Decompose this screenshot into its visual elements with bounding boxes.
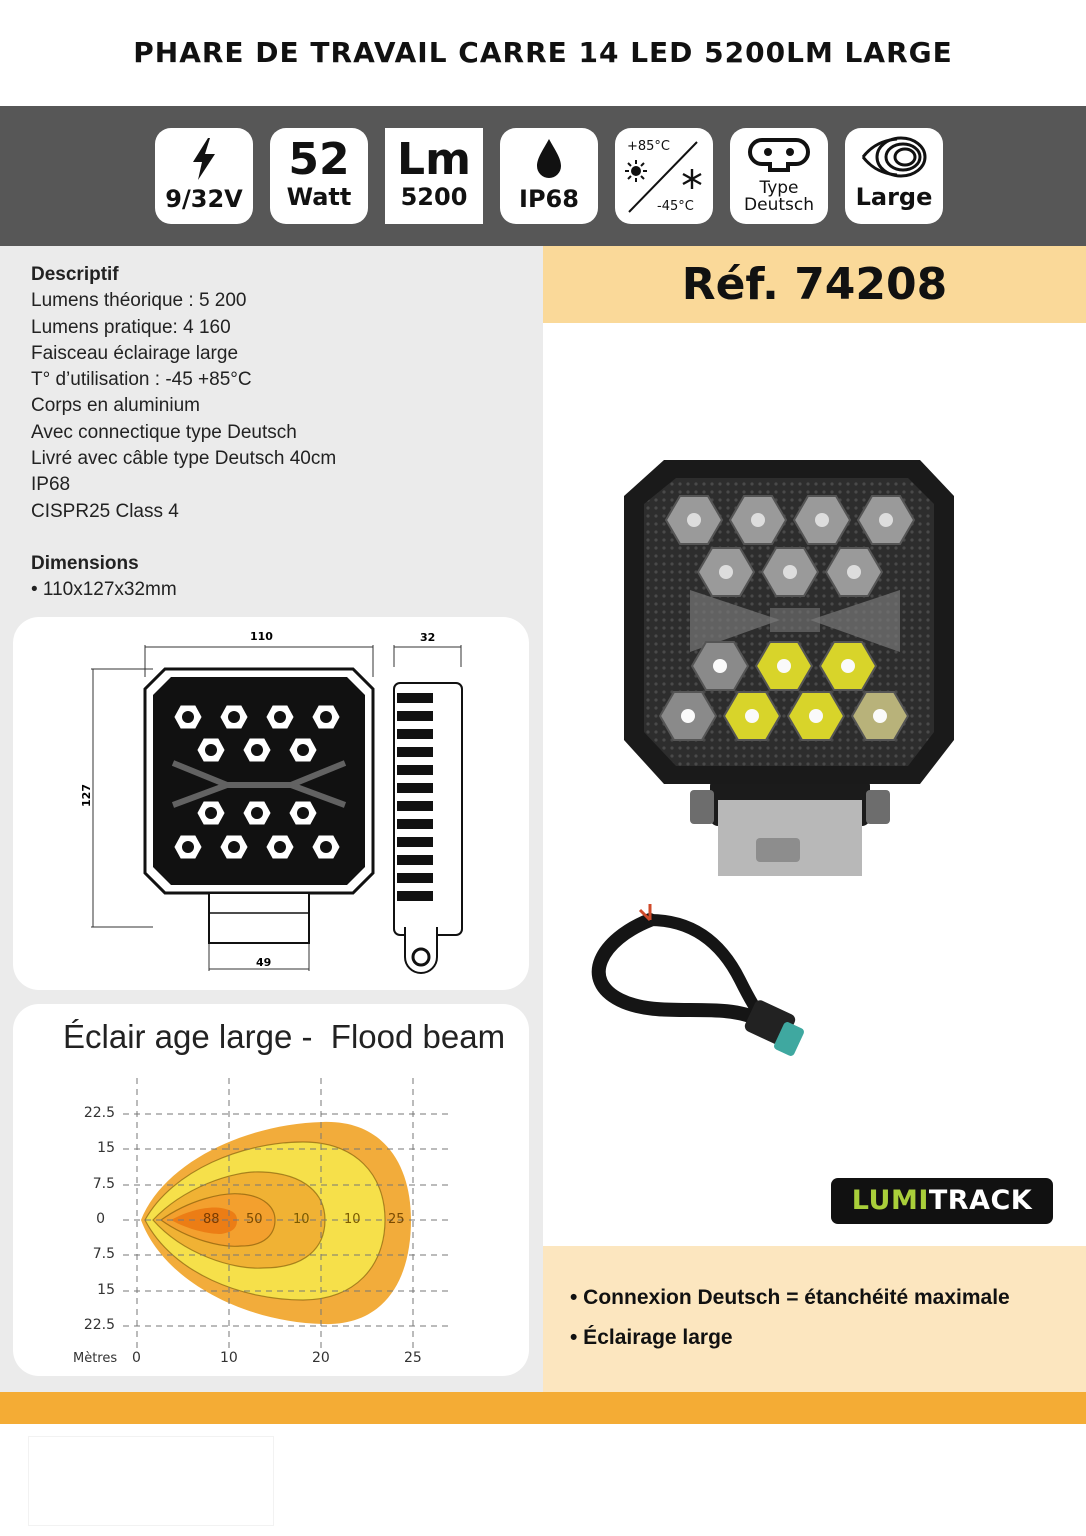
width-dimension-label: 110 — [250, 630, 273, 643]
sun-icon — [625, 160, 647, 182]
x-tick-label: 0 — [132, 1350, 141, 1366]
ip-badge: IP68 — [500, 128, 598, 224]
x-tick-label: 10 — [220, 1350, 238, 1366]
beam-badge: Large — [845, 128, 943, 224]
y-tick-label: 7.5 — [92, 1246, 115, 1262]
wide-beam-icon — [861, 136, 927, 178]
product-image — [591, 460, 954, 1056]
beam-pattern-diagram — [123, 1078, 453, 1350]
brand-logo: LUMITRACK — [831, 1178, 1053, 1224]
reference-number: Réf. 74208 — [543, 246, 1086, 323]
brand-logo-part2: TRACK — [928, 1185, 1033, 1216]
footer-blank-box — [28, 1436, 274, 1526]
snowflake-icon — [682, 169, 702, 189]
beam-chart-title: Éclair age large - Flood beam — [63, 1018, 506, 1055]
height-dimension-label: 127 — [79, 784, 93, 807]
description-line: Lumens théorique : 5 200 — [31, 290, 247, 312]
bracket-dimension-label: 49 — [256, 956, 272, 969]
x-tick-label: 20 — [312, 1350, 330, 1366]
feature-item: • Connexion Deutsch = étanchéité maximal… — [570, 1286, 1010, 1309]
description-line: Faisceau éclairage large — [31, 342, 239, 364]
brand-logo-part1: LUMI — [851, 1185, 929, 1216]
voltage-label: 9/32V — [165, 185, 243, 213]
lumen-badge: Lm 5200 — [385, 128, 483, 224]
depth-dimension-label: 32 — [420, 631, 436, 644]
x-tick-label: 25 — [404, 1350, 422, 1366]
dimensions-heading: Dimensions — [31, 552, 139, 574]
description-line: Corps en aluminium — [31, 395, 200, 417]
lux-label: 88 — [203, 1212, 220, 1227]
y-tick-label: 22.5 — [83, 1317, 115, 1333]
footer-orange-bar — [0, 1392, 1086, 1424]
water-drop-icon — [537, 139, 561, 178]
feature-item: • Éclairage large — [570, 1326, 733, 1349]
description-heading: Descriptif — [31, 264, 119, 285]
diagonal-divider — [628, 141, 698, 213]
feature-list: • Connexion Deutsch = étanchéité maximal… — [570, 1278, 1010, 1358]
features-box — [543, 1246, 1086, 1392]
lux-label: 50 — [246, 1212, 263, 1227]
description-block: Descriptif Lumens théorique : 5 200 Lume… — [31, 262, 336, 604]
y-tick-label: 7.5 — [92, 1176, 115, 1192]
beam-label: Large — [855, 183, 933, 211]
connector-type-line2: Deutsch — [744, 195, 814, 215]
lumen-unit: Lm — [397, 134, 471, 185]
temperature-low: -45°C — [657, 199, 694, 214]
description-line: Lumens pratique: 4 160 — [31, 316, 231, 338]
technical-drawing-card: 110 127 32 49 — [13, 617, 529, 990]
beam-pattern-card: Éclair age large - Flood beam 22.5 1 — [13, 1004, 529, 1376]
ip-rating: IP68 — [519, 185, 579, 213]
lux-label: 10 — [293, 1212, 310, 1227]
spec-badge-band: 9/32V 52 Watt Lm 5200 IP68 +85°C — [0, 106, 1086, 246]
temperature-badge: +85°C -45°C — [615, 128, 713, 224]
connector-badge: Type Deutsch — [730, 128, 828, 224]
wattage-badge: 52 Watt — [270, 128, 368, 224]
y-tick-label: 15 — [97, 1140, 115, 1156]
technical-drawing — [91, 645, 463, 974]
description-line: IP68 — [31, 474, 71, 496]
description-line: Avec connectique type Deutsch — [31, 421, 297, 443]
watt-unit: Watt — [286, 183, 352, 211]
page-title: PHARE DE TRAVAIL CARRE 14 LED 5200LM LAR… — [133, 36, 953, 69]
y-tick-label: 15 — [97, 1282, 115, 1298]
lux-label: 10 — [344, 1212, 361, 1227]
connector-type-line1: Type — [759, 178, 799, 198]
connector-plug-icon — [748, 138, 810, 172]
lightning-icon — [193, 138, 215, 180]
y-tick-label: 0 — [96, 1211, 105, 1227]
y-tick-label: 22.5 — [83, 1105, 115, 1121]
lumen-value: 5200 — [400, 183, 468, 211]
temperature-high: +85°C — [627, 139, 671, 154]
watt-value: 52 — [288, 134, 350, 185]
lux-label: 25 — [388, 1212, 405, 1227]
voltage-badge: 9/32V — [155, 128, 253, 224]
x-axis-unit-label: Mètres — [73, 1351, 118, 1366]
dimensions-value: • 110x127x32mm — [31, 579, 177, 601]
description-line: T° d’utilisation : -45 +85°C — [31, 369, 252, 391]
description-line: Livré avec câble type Deutsch 40cm — [31, 448, 337, 470]
description-line: CISPR25 Class 4 — [31, 500, 179, 522]
